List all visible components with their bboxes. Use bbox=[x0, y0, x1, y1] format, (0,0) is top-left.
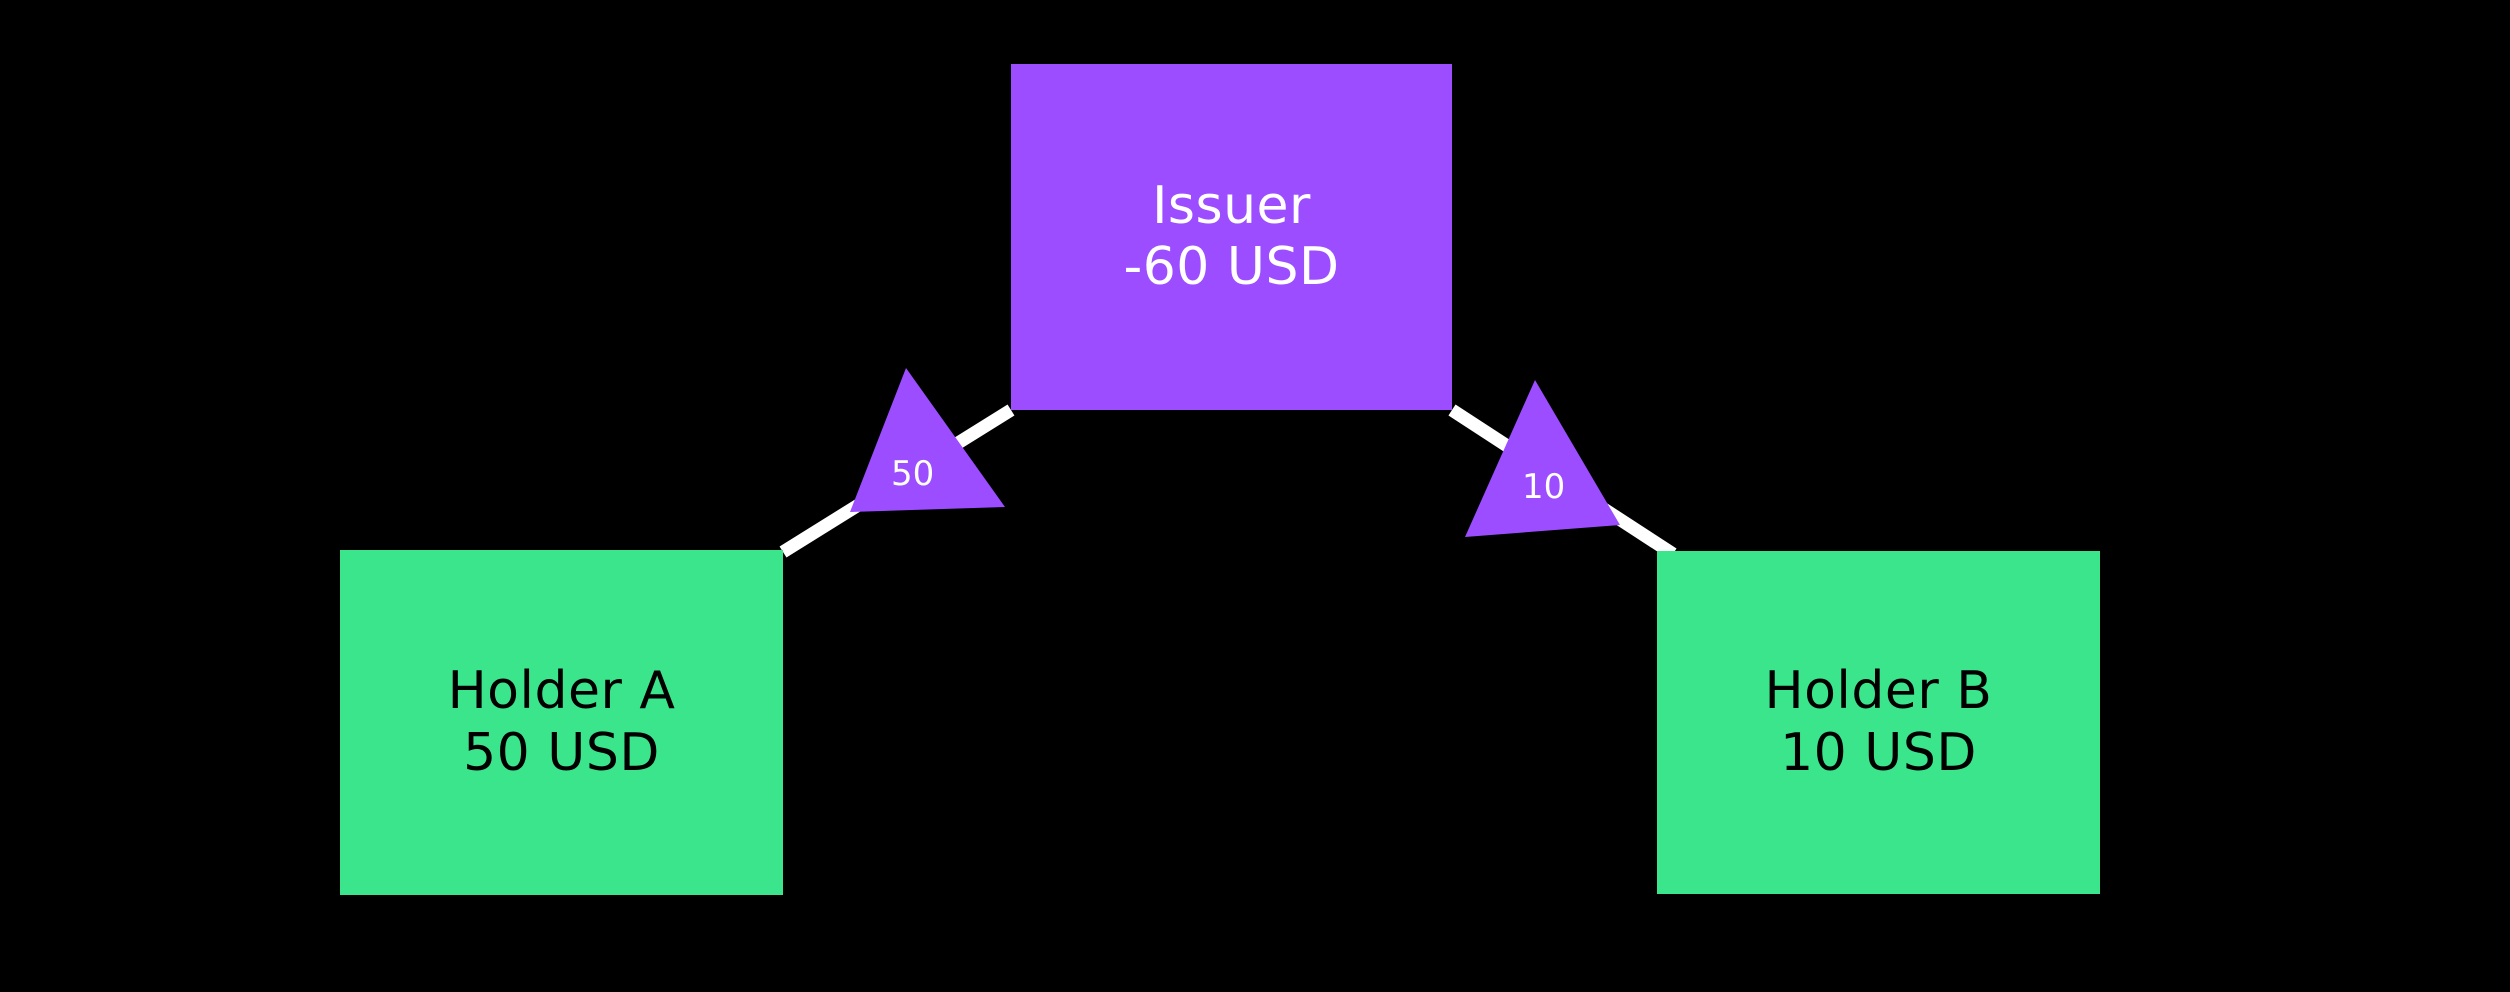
node-holder-a[interactable]: Holder A 50 USD bbox=[340, 550, 783, 895]
edge-label-issuer-holder-b: 10 bbox=[1522, 467, 1566, 507]
node-holder-b-amount: 10 USD bbox=[1780, 722, 1977, 783]
node-holder-a-amount: 50 USD bbox=[463, 722, 660, 783]
node-issuer[interactable]: Issuer -60 USD bbox=[1011, 64, 1452, 410]
node-issuer-amount: -60 USD bbox=[1123, 237, 1340, 297]
node-issuer-title: Issuer bbox=[1152, 175, 1311, 236]
edge-label-issuer-holder-a: 50 bbox=[891, 454, 935, 494]
node-holder-a-title: Holder A bbox=[447, 661, 676, 722]
node-holder-b[interactable]: Holder B 10 USD bbox=[1657, 551, 2100, 894]
node-holder-b-title: Holder B bbox=[1764, 661, 1993, 722]
